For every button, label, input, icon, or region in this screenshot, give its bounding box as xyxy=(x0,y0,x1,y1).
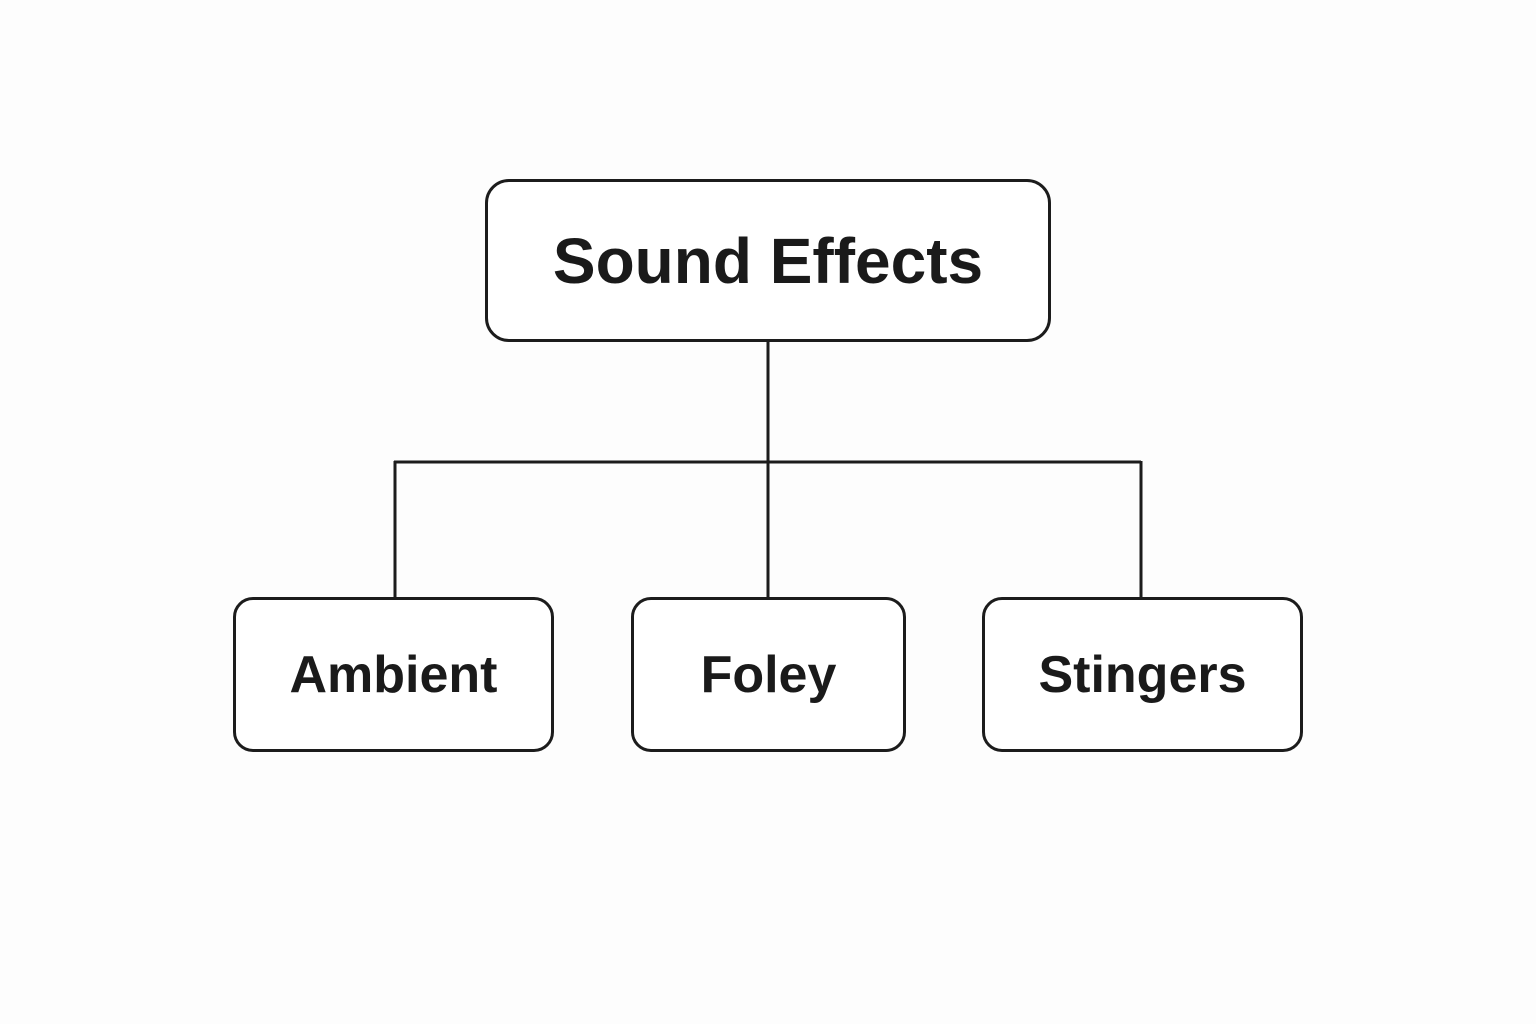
child-node-label-ambient: Ambient xyxy=(289,645,498,704)
child-node-stingers: Stingers xyxy=(982,597,1303,752)
child-node-label-foley: Foley xyxy=(700,645,837,704)
child-node-label-stingers: Stingers xyxy=(1038,645,1247,704)
child-node-ambient: Ambient xyxy=(233,597,554,752)
child-node-foley: Foley xyxy=(631,597,906,752)
root-node-label: Sound Effects xyxy=(552,224,984,297)
root-node-sound-effects: Sound Effects xyxy=(485,179,1051,342)
